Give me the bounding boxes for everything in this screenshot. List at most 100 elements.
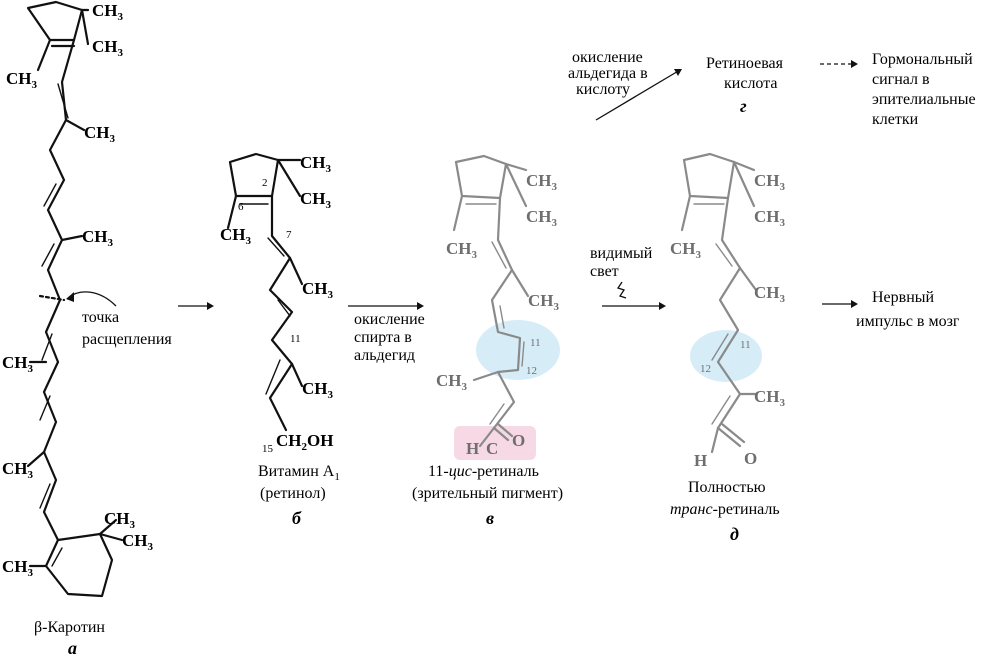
methyl-bond [26,450,46,468]
methyl-bond [452,194,464,232]
cis-retinal-caption-line1: 11-цис-ретиналь [428,463,539,480]
cleavage-label-line1: точка [82,309,119,326]
top-step-label-line3: кислоту [576,81,630,98]
double-bond [711,333,729,361]
carotene-polyene-chain [42,38,76,542]
panel-letter-a: а [68,638,77,658]
methyl-label: CH3 [446,239,478,261]
cis-bond-highlight [476,320,560,380]
retinoic-acid-line2: кислота [724,75,778,92]
carotene-bottom-ring [44,532,114,598]
methyl-label: CH3 [220,225,252,247]
methyl-label: CH3 [6,69,38,91]
aldehyde-double-bond [716,426,742,448]
double-bond [39,395,51,421]
methyl-bond [732,160,756,172]
arrowhead [674,69,682,76]
double-bond [267,237,285,257]
carbon-number-11: 11 [530,337,541,349]
carbon-number-6: 6 [238,201,244,213]
carbon-number-11: 11 [740,339,751,351]
methyl-label: CH3 [528,291,560,313]
beta-carotene-structure [26,0,124,598]
retinol-chain [268,194,294,432]
aldehyde-o-label: O [512,431,525,450]
double-bond [39,483,51,509]
trans-retinal-chain [716,196,742,430]
methyl-bond [504,162,528,172]
carbon-number-12: 12 [526,365,537,377]
methyl-bond [680,194,692,232]
aldehyde-double-bond [496,422,514,438]
double-bond [41,333,53,361]
methyl-label: CH3 [302,279,334,301]
light-label-line1: видимый [590,245,653,262]
double-bond [57,83,69,119]
aldehyde-bond [478,426,496,448]
double-bond [499,305,505,329]
methyl-bond [64,118,86,132]
hormone-label-line4: клетки [872,111,919,128]
aldehyde-h-label: H [694,451,707,470]
methyl-label: CH3 [92,1,124,23]
aldehyde-bond [710,426,720,454]
double-bond [489,403,505,425]
retinol-caption-line2: (ретинол) [260,485,326,502]
light-label-line2: свет [590,263,619,280]
methyl-bond [80,8,90,46]
carbon-number-11: 11 [290,333,301,345]
arrowhead [417,302,424,310]
methyl-label: CH3 [754,207,786,229]
methyl-bond [732,160,756,208]
methyl-bond [738,266,758,292]
aldehyde-h-label: H [466,439,479,458]
cis-retinal-caption-line2: (зрительный пигмент) [412,485,563,502]
methyl-bond [510,268,530,298]
cleavage-label-line2: расщепления [82,331,172,348]
panel-letter-g: г [740,96,747,116]
ch2oh-label: CH2OH [276,431,333,453]
methyl-label: CH3 [754,283,786,305]
ring-double-bond [51,547,63,567]
aldehyde-double-bond [720,422,746,444]
trans-bond-highlight [690,330,762,382]
methyl-bond [226,194,238,230]
methyl-bond [98,532,124,542]
hormone-label-line3: эпителиальные [872,91,976,108]
trans-retinal-caption-line2: транс-ретиналь [670,501,780,518]
carotene-top-ring [26,0,84,42]
step1-label-line1: окисление [354,311,425,328]
methyl-label: CH3 [2,459,34,481]
cleavage-mark [38,294,66,302]
double-bond [715,243,733,267]
panel-letter-d: д [730,524,739,544]
nerve-label-line1: Нервный [872,289,935,306]
cis-retinal-ring [454,154,508,200]
methyl-label: CH3 [300,153,332,175]
arrowhead [659,302,666,310]
double-bond [521,341,525,367]
methyl-label: CH3 [2,353,34,375]
methyl-bond [288,256,304,286]
carbon-number-7: 7 [286,229,292,241]
arrowhead [207,302,214,310]
trans-retinal-ring [682,152,736,200]
trans-retinal-caption-line1: Полностью [688,479,766,496]
beta-carotene-caption: β-Каротин [34,619,105,636]
cis-retinal-chain [490,196,522,430]
arrow-to-retinoic-acid [595,69,681,121]
methyl-label: CH3 [2,557,34,579]
methyl-bond [472,370,500,382]
methyl-label: CH3 [302,379,334,401]
arrowhead [66,292,74,302]
carbon-number-15: 15 [262,443,274,455]
carbon-number-2: 2 [262,177,268,189]
top-step-label-line2: альдегида в [568,65,648,82]
methyl-bond [60,234,84,242]
step1-label-line2: спирта в [354,329,412,346]
aldehyde-c-label: C [486,439,498,458]
retinoic-acid-line1: Ретиноевая [706,55,784,72]
panel-letter-v: в [486,508,494,528]
aldehyde-o-label: O [744,449,757,468]
